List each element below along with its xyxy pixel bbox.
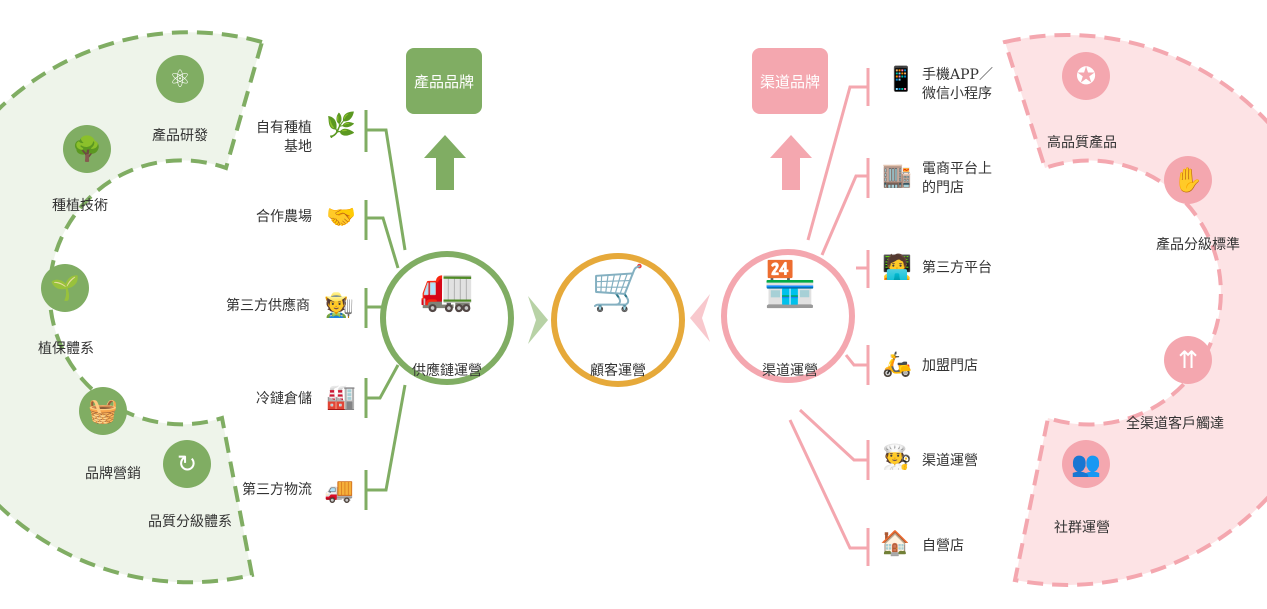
- right-arc-label: 社群運營: [1054, 520, 1110, 536]
- right-arc-band: [1002, 33, 1267, 587]
- truck-icon: 🚚: [324, 476, 354, 504]
- channel-hub-label: 渠道運營: [762, 363, 818, 379]
- channel-hub-ring: [721, 249, 855, 383]
- supply-item-label: 冷鏈倉儲: [256, 391, 312, 407]
- third-party-platform-icon: 🧑‍💻: [882, 253, 912, 281]
- store-shelf-icon: 🏪: [762, 259, 818, 310]
- supply-item-label: 第三方物流: [242, 482, 312, 498]
- customer-hub-ring: [551, 253, 685, 387]
- left-arc-label: 植保體系: [38, 341, 94, 357]
- channel-brand-box: 渠道品牌: [752, 48, 828, 114]
- franchise-scooter-icon: 🛵: [882, 350, 912, 378]
- right-arc-label: 全渠道客戶觸達: [1126, 416, 1224, 432]
- arrow-up-icon: [770, 135, 812, 190]
- right-arc-label: 高品質產品: [1047, 135, 1117, 151]
- seedling-hand-icon: 🌱: [41, 264, 89, 312]
- grading-hands-icon: ✋: [1164, 156, 1212, 204]
- left-arc-label: 品質分級體系: [148, 514, 232, 530]
- right-arc-label: 產品分級標準: [1156, 237, 1240, 253]
- split-arrows-icon: ⇈: [1164, 336, 1212, 384]
- left-arc-label: 品牌營銷: [85, 466, 141, 482]
- quality-cycle-icon: ↻: [163, 440, 211, 488]
- channel-item-label: 手機APP／微信小程序: [922, 67, 993, 102]
- channel-item-label: 加盟門店: [922, 358, 978, 374]
- supply-connectors: [364, 110, 407, 510]
- basket-hand-icon: 🧺: [79, 387, 127, 435]
- chevron-left-icon: [690, 294, 710, 342]
- supply-item-label: 合作農場: [256, 209, 312, 225]
- supply-item-label: 第三方供應商: [226, 298, 310, 314]
- left-arc-label: 產品研發: [152, 128, 208, 144]
- shopper-cart-icon: 🛒: [590, 263, 646, 314]
- chevron-right-icon: [528, 296, 548, 344]
- channel-item-label: 電商平台上的門店: [922, 161, 992, 196]
- quality-badge-icon: ✪: [1062, 52, 1110, 100]
- product-brand-box: 產品品牌: [406, 48, 482, 114]
- supply-item-label: 自有種植基地: [256, 120, 312, 155]
- ecommerce-store-icon: 🏬: [882, 161, 912, 189]
- shop-icon: 🏠: [880, 529, 910, 557]
- research-icon: ⚛: [156, 55, 204, 103]
- plant-icon: 🌿: [326, 111, 356, 139]
- customer-hub-label: 顧客運營: [590, 363, 646, 379]
- supply-hub-ring: [380, 251, 514, 385]
- channel-item-label: 自營店: [922, 538, 964, 554]
- left-arc-band: [0, 30, 265, 585]
- community-icon: 👥: [1062, 440, 1110, 488]
- cashier-icon: 🧑‍🍳: [882, 443, 912, 471]
- channel-connectors: [788, 68, 870, 566]
- arrow-up-icon: [424, 135, 466, 190]
- supply-hub-label: 供應鏈運營: [412, 363, 482, 379]
- channel-item-label: 渠道運營: [922, 453, 978, 469]
- tree-icon: 🌳: [63, 125, 111, 173]
- left-arc-label: 種植技術: [52, 198, 108, 214]
- warehouse-icon: 🏭: [326, 383, 356, 411]
- farmer-icon: 🧑‍🌾: [324, 291, 354, 319]
- handshake-icon: 🤝: [326, 203, 356, 231]
- channel-item-label: 第三方平台: [922, 260, 992, 276]
- supply-truck-icon: 🚛: [419, 263, 475, 314]
- phone-icon: 📱: [886, 65, 916, 93]
